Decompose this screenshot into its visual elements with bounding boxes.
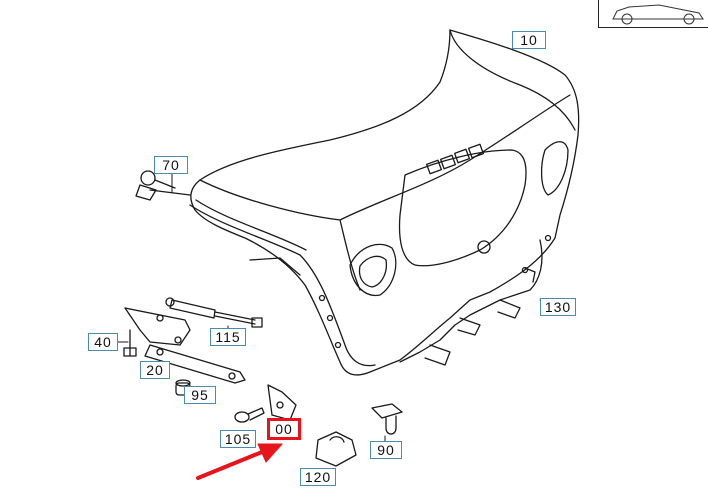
callout-115[interactable]: 115 <box>210 328 246 346</box>
buffer-part <box>315 431 357 467</box>
hinge-part <box>123 307 246 384</box>
callout-40[interactable]: 40 <box>88 333 118 351</box>
callout-00-highlighted[interactable]: 00 <box>267 418 301 440</box>
highlight-arrow <box>196 443 283 480</box>
callout-95[interactable]: 95 <box>184 386 216 404</box>
callout-10[interactable]: 10 <box>512 31 546 49</box>
bracket-part <box>267 384 297 421</box>
callout-20[interactable]: 20 <box>140 361 170 379</box>
lock-part <box>135 170 191 201</box>
callout-70[interactable]: 70 <box>154 156 188 174</box>
callout-105[interactable]: 105 <box>220 430 256 448</box>
car-thumbnail <box>598 0 708 28</box>
callout-130[interactable]: 130 <box>540 298 576 316</box>
bolt-part <box>234 407 265 423</box>
clip-part <box>371 403 403 435</box>
gas-strut-part <box>165 297 263 328</box>
callout-90[interactable]: 90 <box>370 441 402 459</box>
leader-lines <box>116 173 556 443</box>
callout-120[interactable]: 120 <box>300 468 336 486</box>
trunk-lid <box>189 29 580 376</box>
